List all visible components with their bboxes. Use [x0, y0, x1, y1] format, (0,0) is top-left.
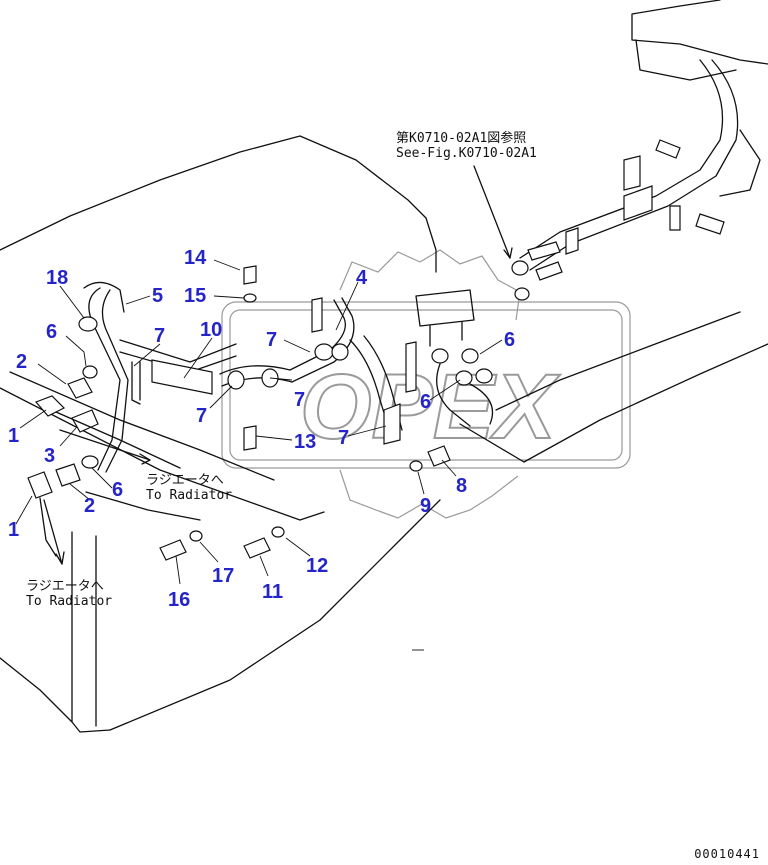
reference-note-jp: 第K0710-02A1図参照 [396, 131, 527, 146]
callout-6: 6 [504, 329, 516, 351]
callout-2: 2 [84, 495, 96, 517]
callout-18: 18 [46, 267, 69, 289]
callout-6: 6 [112, 479, 124, 501]
callout-14: 14 [184, 247, 207, 269]
callout-10: 10 [200, 319, 223, 341]
callout-1: 1 [8, 425, 20, 447]
callout-15: 15 [184, 285, 207, 307]
machine-body [0, 135, 768, 733]
callout-6: 6 [46, 321, 58, 343]
document-number: 00010441 [694, 847, 760, 861]
radiator-note-1-jp: ラジエータへ [146, 473, 224, 488]
callout-5: 5 [152, 285, 164, 307]
leader-lines [15, 259, 503, 585]
upper-right-harness [473, 0, 768, 301]
callout-16: 16 [168, 589, 191, 611]
callout-6: 6 [420, 391, 432, 413]
callout-7: 7 [196, 405, 208, 427]
callout-17: 17 [212, 565, 235, 587]
reference-note-en: See-Fig.K0710-02A1 [396, 145, 537, 161]
callout-7: 7 [154, 325, 166, 347]
radiator-note-1-en: To Radiator [146, 487, 233, 503]
radiator-arrows [43, 429, 151, 565]
callout-1: 1 [8, 519, 20, 541]
callout-9: 9 [420, 495, 432, 517]
callout-7: 7 [266, 329, 278, 351]
callout-2: 2 [16, 351, 28, 373]
callout-13: 13 [294, 431, 317, 453]
callout-8: 8 [456, 475, 468, 497]
watermark-logo: OPEX [221, 249, 631, 519]
callout-7: 7 [338, 427, 350, 449]
callout-4: 4 [356, 267, 368, 289]
callout-12: 12 [306, 555, 329, 577]
callout-7: 7 [294, 389, 306, 411]
radiator-note-2-en: To Radiator [26, 593, 113, 609]
watermark-text: OPEX [300, 356, 560, 458]
left-assembly [27, 281, 237, 557]
callout-3: 3 [44, 445, 56, 467]
radiator-note-2-jp: ラジエータへ [26, 579, 104, 594]
callout-11: 11 [262, 581, 284, 603]
middle-assembly [219, 265, 494, 472]
loose-fasteners [159, 526, 424, 651]
